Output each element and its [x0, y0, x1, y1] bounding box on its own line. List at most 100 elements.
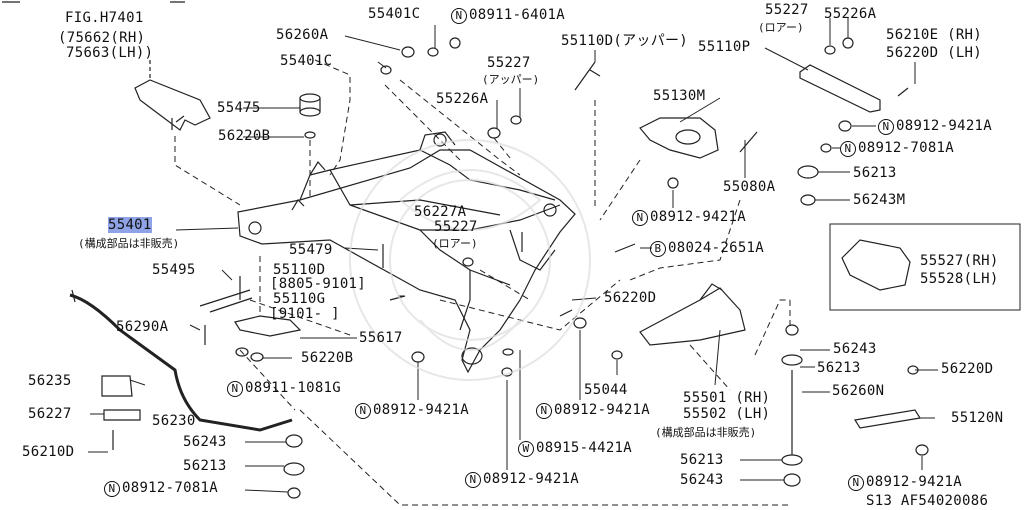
- inset-box: [829, 223, 1021, 311]
- dashed-guides: [174, 59, 791, 506]
- part-label-56213-b: 56213: [817, 360, 861, 376]
- part-label-55401c-a: 55401C: [368, 6, 421, 22]
- not-sold-note-b: (構成部品は非販売): [655, 426, 757, 439]
- part-number: 08912-9421A: [896, 118, 993, 134]
- part-label-55110g: 55110G: [273, 291, 326, 307]
- nut-marker-icon: N: [632, 210, 648, 226]
- part-label-55110d: 55110D: [273, 262, 326, 278]
- bolt-marker-icon: B: [650, 241, 666, 257]
- bracket-55617: [199, 289, 302, 337]
- nut-marker-icon: N: [878, 119, 894, 135]
- part-number: 08912-7081A: [858, 140, 955, 156]
- fig-rh-label: (75662(RH): [58, 30, 146, 46]
- bolts: [112, 61, 909, 455]
- date-range-a: [8805-9101]: [270, 276, 367, 292]
- part-label-56210d: 56210D: [22, 444, 75, 460]
- part-label-55110d-upper: 55110D(アッパー): [561, 33, 689, 49]
- figure-ref-label: FIG.H7401: [65, 10, 144, 26]
- part-label-56213-d: 56213: [183, 458, 227, 474]
- part-label-56210e: 56210E (RH): [886, 27, 983, 43]
- part-number: 08912-7081A: [122, 480, 219, 496]
- part-label-56220d-lh: 56220D (LH): [886, 45, 983, 61]
- part-label-55502: 55502 (LH): [683, 406, 771, 422]
- part-label-55110p: 55110P: [698, 39, 751, 55]
- part-label-55227-upper: 55227: [487, 55, 531, 71]
- part-label-55401c-b: 55401C: [280, 53, 333, 69]
- not-sold-note-a: (構成部品は非販売): [78, 237, 180, 250]
- part-label-55226a: 55226A: [436, 91, 489, 107]
- small-hardware: [235, 37, 929, 499]
- part-label-56230: 56230: [152, 413, 196, 429]
- lower-jp-label: (ロアー): [432, 237, 478, 250]
- part-label-56290a: 56290A: [116, 319, 169, 335]
- part-label-55044: 55044: [584, 382, 628, 398]
- part-label-56220b-a: 56220B: [218, 128, 271, 144]
- part-label-56260a: 56260A: [276, 27, 329, 43]
- part-label-55120n: 55120N: [951, 410, 1004, 426]
- part-label-56235: 56235: [28, 373, 72, 389]
- nut-marker-icon: N: [840, 141, 856, 157]
- part-number: 08911-1081G: [245, 380, 342, 396]
- lower-arm-55501: [639, 283, 746, 346]
- nut-marker-icon: N: [536, 403, 552, 419]
- part-label-56227: 56227: [28, 406, 72, 422]
- nut-marker-icon: N: [355, 403, 371, 419]
- subframe-drawing: [237, 131, 576, 374]
- part-label-56220b-b: 56220B: [301, 350, 354, 366]
- upper-arm-55130M: [639, 117, 719, 159]
- upper-jp-label: (アッパー): [482, 73, 540, 86]
- part-number: 08912-9421A: [373, 402, 470, 418]
- part-label-56227a: 56227A: [414, 204, 467, 220]
- part-number: 08912-9421A: [554, 402, 651, 418]
- washer-marker-icon: W: [518, 441, 534, 457]
- part-label-55227-lower: 55227: [434, 219, 478, 235]
- nut-marker-icon: N: [227, 381, 243, 397]
- part-label-55617: 55617: [359, 330, 403, 346]
- part-label-55501: 55501 (RH): [683, 390, 771, 406]
- figure-note: S13 AF54020086: [866, 493, 989, 509]
- part-label-56213-c: 56213: [680, 452, 724, 468]
- watermark-emblem: [349, 139, 591, 381]
- part-label-55479: 55479: [289, 242, 333, 258]
- part-label-56243-c: 56243: [680, 472, 724, 488]
- part-number: 08912-9421A: [650, 209, 747, 225]
- part-label-56243-a: 56243: [833, 341, 877, 357]
- part-label-55527: 55527(RH): [920, 253, 999, 269]
- part-label-56243-b: 56243: [183, 434, 227, 450]
- part-label-56243m: 56243M: [853, 192, 906, 208]
- part-number: 08912-9421A: [866, 474, 963, 490]
- lower-jp-r-label: (ロアー): [758, 21, 804, 34]
- nut-marker-icon: N: [104, 481, 120, 497]
- highlighted-part-55401: 55401: [108, 217, 152, 233]
- part-label-55130m: 55130M: [653, 88, 706, 104]
- part-label-56213-a: 56213: [853, 165, 897, 181]
- nut-marker-icon: N: [465, 472, 481, 488]
- link-55120N: [854, 409, 921, 429]
- part-number: 08912-9421A: [483, 471, 580, 487]
- part-label-56260n: 56260N: [832, 383, 885, 399]
- part-label-56220d-mid: 56220D: [604, 290, 657, 306]
- highlighted-part-number: 55401: [108, 217, 152, 233]
- part-label-55080a: 55080A: [723, 179, 776, 195]
- stabilizer-bar: [69, 289, 293, 432]
- bracket-drawing: [134, 60, 211, 131]
- part-label-55475: 55475: [217, 100, 261, 116]
- part-number: 08024-2651A: [668, 240, 765, 256]
- part-label-55528: 55528(LH): [920, 271, 999, 287]
- fig-lh-label: 75663(LH)): [66, 45, 154, 61]
- part-label-55227-r: 55227: [765, 2, 809, 18]
- nut-marker-icon: N: [451, 8, 467, 24]
- nut-marker-icon: N: [848, 475, 864, 491]
